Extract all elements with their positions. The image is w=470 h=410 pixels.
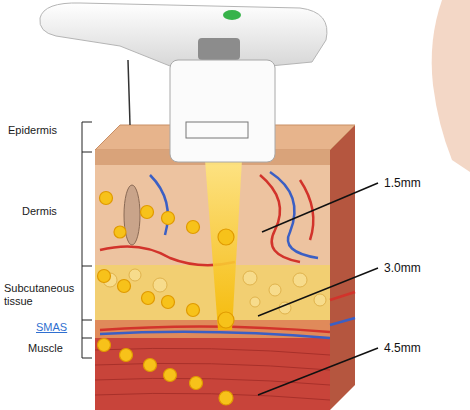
muscle-fibres: [95, 348, 330, 400]
depth-label: 3.0mm: [384, 261, 454, 275]
face: [432, 0, 470, 172]
muscle-layer: [95, 338, 330, 410]
depth-label: 4.5mm: [384, 341, 454, 355]
fat-layer: [95, 265, 330, 320]
follicle: [124, 185, 140, 245]
transducer-window: [186, 122, 248, 138]
hair: [128, 60, 130, 125]
depth-label: 1.5mm: [384, 176, 454, 190]
block-side: [330, 125, 355, 410]
grip-button: [198, 38, 240, 60]
focus-points: [98, 192, 235, 406]
layer-label: SMAS: [36, 321, 78, 334]
layer-label: Epidermis: [8, 124, 78, 137]
device-handle: [40, 3, 327, 68]
power-button: [223, 10, 241, 20]
depth-leaders: [258, 183, 378, 395]
smas-layer: [95, 320, 330, 338]
layer-bracket: [82, 122, 92, 358]
layer-label: Subcutaneous tissue: [4, 282, 78, 308]
layer-label: Muscle: [28, 342, 78, 355]
layer-label: Dermis: [22, 205, 78, 218]
ultrasound-beam: [205, 160, 242, 330]
transducer: [170, 60, 275, 162]
